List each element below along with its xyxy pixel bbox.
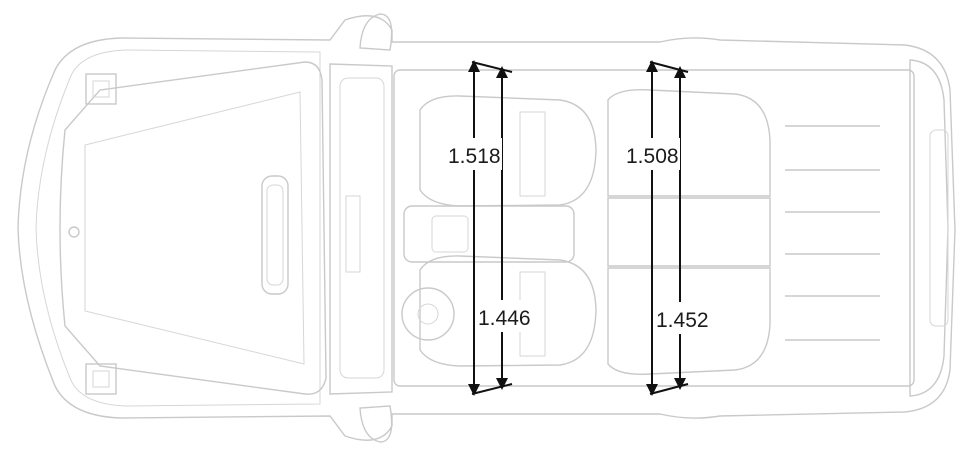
steering-hub	[417, 303, 439, 325]
cargo-floor-slats	[785, 125, 880, 341]
right-mirror	[359, 405, 393, 443]
hood-panel	[59, 61, 327, 395]
label-bg-rear-shoulder	[624, 138, 680, 170]
rear-left-seat	[607, 89, 771, 197]
vehicle-body-inner-outline	[35, 49, 321, 407]
emblem	[68, 226, 80, 238]
dashboard	[339, 77, 385, 379]
front-right-seat	[419, 255, 597, 367]
front-left-seat	[419, 95, 597, 207]
front-right-indicator-inner	[92, 370, 110, 388]
cabin-roof-frame	[393, 69, 915, 387]
dimension-front-shoulder	[468, 60, 513, 396]
tailgate	[909, 59, 949, 397]
left-mirror	[359, 13, 393, 51]
rear-right-seat	[607, 267, 771, 375]
dimension-rear-elbow	[674, 66, 686, 390]
label-bg-rear-elbow	[654, 302, 710, 334]
console-controller	[431, 215, 469, 253]
center-console	[403, 205, 575, 263]
label-bg-front-elbow	[476, 300, 532, 332]
front-left-indicator-inner	[92, 80, 110, 98]
dimension-rear-shoulder	[646, 60, 689, 396]
dash-vents	[345, 195, 361, 273]
label-front-elbow: 1.446	[478, 307, 531, 330]
steering-wheel	[401, 287, 455, 341]
front-right-indicator	[85, 363, 117, 395]
label-bg-front-shoulder	[446, 138, 502, 170]
label-rear-elbow: 1.452	[656, 309, 709, 332]
hood-vent	[261, 175, 289, 295]
hood-ridge-line	[84, 91, 305, 365]
windshield-frame	[329, 63, 393, 395]
dimension-front-elbow	[496, 66, 508, 390]
vehicle-body-outline	[17, 15, 956, 441]
rear-middle-seat	[607, 197, 771, 267]
front-left-indicator	[85, 73, 117, 105]
spare-wheel-cover	[929, 129, 949, 327]
front-left-headrest	[519, 111, 546, 197]
label-rear-shoulder: 1.508	[626, 145, 679, 168]
hood-vent-grille	[266, 184, 284, 286]
label-front-shoulder: 1.518	[448, 145, 501, 168]
